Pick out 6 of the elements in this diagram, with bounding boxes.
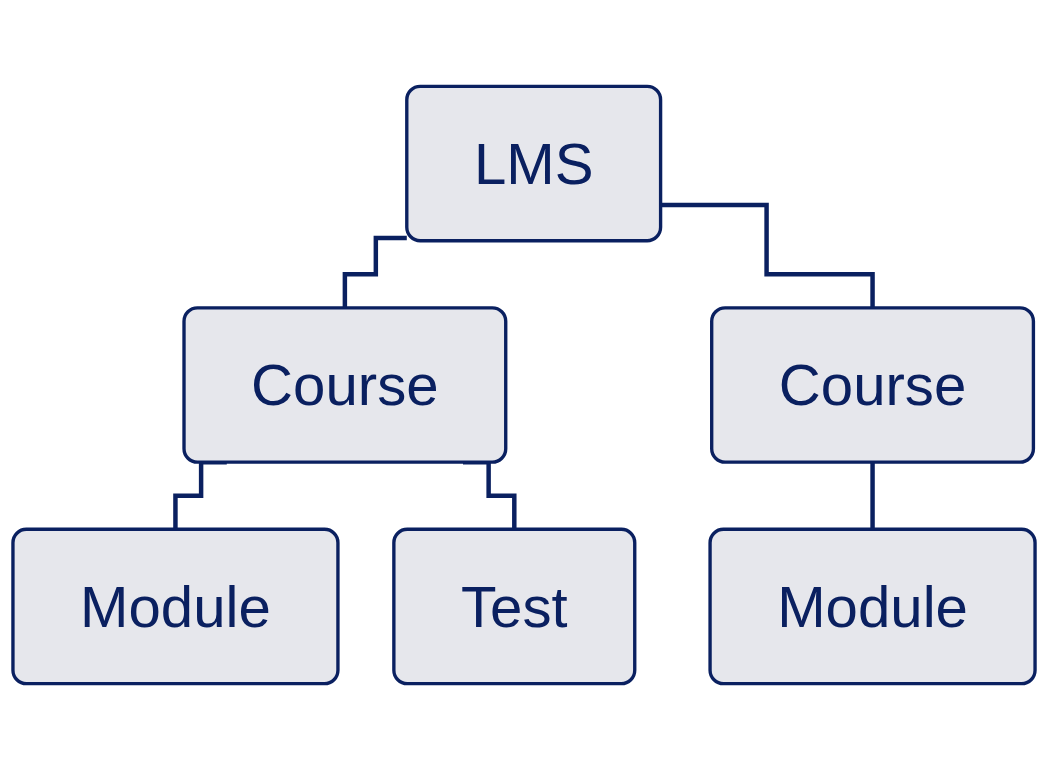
node-box: Module (11, 527, 340, 685)
node-box: Course (182, 305, 508, 464)
node-box: Module (708, 527, 1037, 685)
node-box: Course (710, 305, 1036, 464)
node-box: Test (392, 527, 637, 685)
node-box: LMS (405, 84, 663, 242)
